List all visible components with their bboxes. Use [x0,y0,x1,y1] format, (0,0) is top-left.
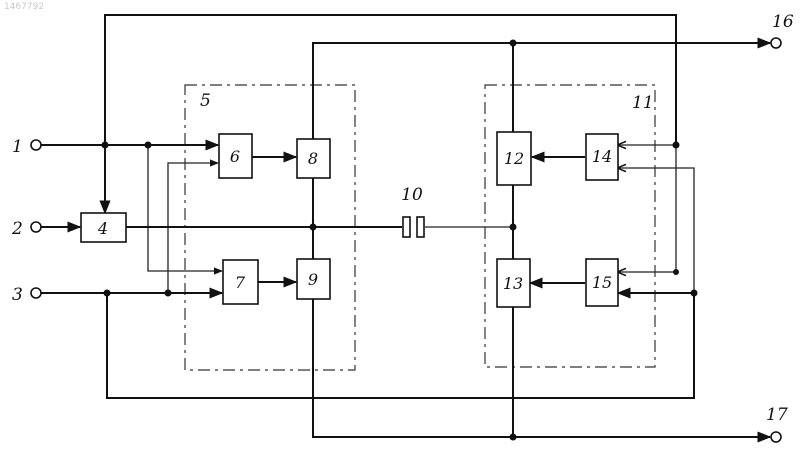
block-12-label: 12 [504,149,524,168]
component-10: 10 [401,185,424,237]
terminal-17-label: 17 [766,405,788,425]
block-15: 15 [586,259,618,306]
block-6-label: 6 [230,147,240,166]
output-16-bus [313,43,770,139]
terminal-3-label: 3 [12,285,23,305]
group-11-interconnects [530,157,585,283]
block-15-label: 15 [592,273,612,292]
watermark: 1467792 [4,2,44,12]
block-9: 9 [297,259,330,299]
block-13: 13 [497,259,530,307]
block-7-label: 7 [235,273,246,292]
input-1-wires [41,145,222,271]
terminal-1-label: 1 [12,137,23,157]
component-10-label: 10 [401,185,423,205]
group-5-label: 5 [200,91,211,111]
block-13-label: 13 [503,274,523,293]
terminal-2-label: 2 [11,219,23,239]
block-14: 14 [586,134,618,180]
center-bus [126,178,513,259]
block-14-label: 14 [592,147,612,166]
terminal-16: 16 [771,12,794,48]
terminal-16-label: 16 [772,12,794,32]
block-8: 8 [297,139,330,178]
block-4: 4 [81,213,126,242]
block-6: 6 [219,134,252,178]
block-9-label: 9 [308,270,318,289]
block-8-label: 8 [308,149,318,168]
right-feedback-wires [618,145,694,293]
group-11-label: 11 [632,93,654,113]
block-4-label: 4 [97,219,108,238]
junction-dots [102,40,698,441]
terminal-1: 1 [12,137,41,157]
top-feedback-wire [105,15,676,213]
terminal-2: 2 [11,219,41,239]
terminal-3: 3 [12,285,41,305]
output-17-bus [313,299,770,437]
block-7: 7 [223,260,258,304]
block-12: 12 [497,132,531,185]
